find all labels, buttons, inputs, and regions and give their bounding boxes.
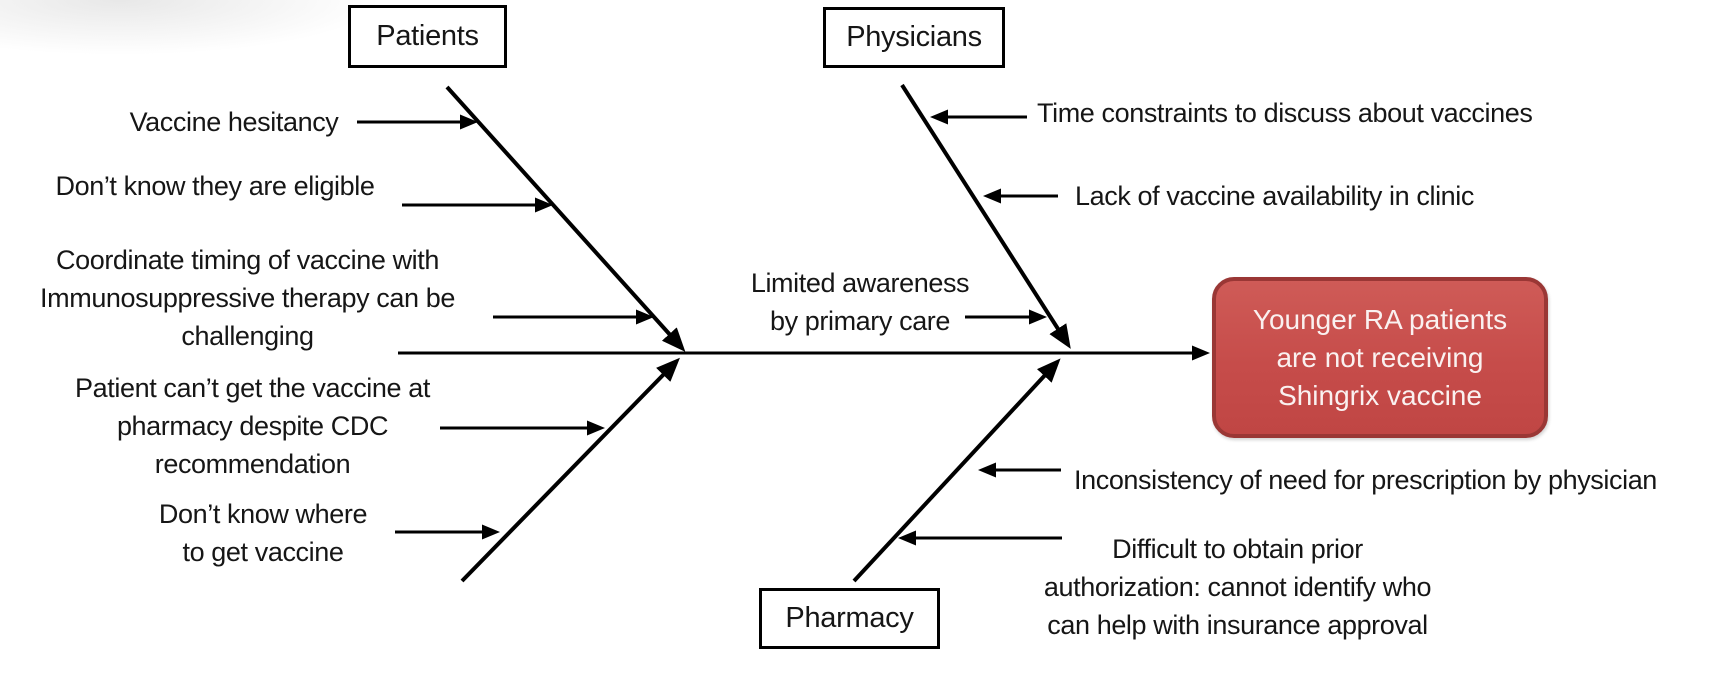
- cause-label-cant-get-at-pharmacy: Patient can’t get the vaccine at pharmac…: [75, 373, 430, 479]
- category-label-patients: Patients: [376, 20, 479, 52]
- category-label-pharmacy: Pharmacy: [785, 602, 914, 634]
- cause-label-lack-availability: Lack of vaccine availability in clinic: [1075, 181, 1474, 211]
- cause-label-coordinate-timing: Coordinate timing of vaccine with Immuno…: [40, 245, 455, 351]
- category-label-physicians: Physicians: [846, 21, 982, 53]
- patients-bone: [445, 85, 686, 352]
- physicians-bone: [900, 83, 1071, 349]
- cause-label-eligibility: Don’t know they are eligible: [55, 171, 375, 201]
- effect-box: Younger RA patients are not receiving Sh…: [1212, 277, 1548, 438]
- cause-label-time-constraints: Time constraints to discuss about vaccin…: [1037, 98, 1533, 128]
- category-box-physicians: Physicians: [823, 7, 1005, 68]
- category-box-pharmacy: Pharmacy: [759, 588, 940, 649]
- cause-label-inconsistency: Inconsistency of need for prescription b…: [1074, 465, 1657, 495]
- cause-label-limited-awareness: Limited awareness by primary care: [750, 268, 970, 336]
- category-box-patients: Patients: [348, 5, 507, 68]
- cause-label-vaccine-hesitancy: Vaccine hesitancy: [129, 107, 339, 137]
- bottom-left-bone: [460, 357, 680, 583]
- cause-label-prior-auth: Difficult to obtain prior authorization:…: [1043, 534, 1432, 640]
- cause-label-dont-know-where: Don’t know where to get vaccine: [158, 499, 368, 567]
- pharmacy-bone: [852, 358, 1061, 583]
